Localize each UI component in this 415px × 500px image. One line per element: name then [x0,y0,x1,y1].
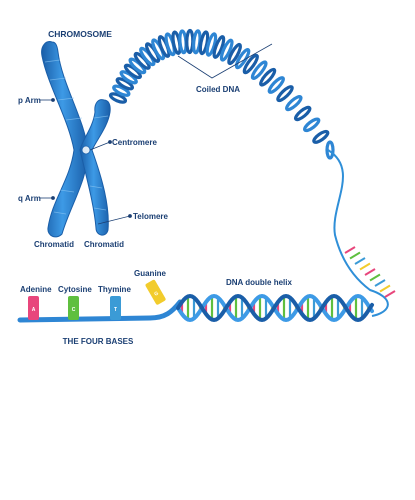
p-arm-label: p Arm [18,96,41,105]
chromatid-right-shape [79,99,111,236]
four-bases-label: THE FOUR BASES [63,337,134,346]
base-thymine: T [110,296,121,320]
guanine-block [145,279,166,305]
coil-loop [185,28,195,55]
leader-lines [40,43,273,225]
chromatid-right-label: Chromatid [84,240,124,249]
centromere-marker [81,145,91,155]
coil-loop [212,35,226,59]
cytosine-label: Cytosine [58,285,92,294]
coil-loop [205,32,218,57]
thymine-label: Thymine [98,285,131,294]
guanine-label: Guanine [134,269,167,278]
cytosine-block [68,296,79,320]
coil-loop [259,67,277,87]
adenine-block [28,296,39,320]
coil-loop [234,47,251,70]
adenine-letter: A [32,307,36,313]
telomere-label: Telomere [133,212,169,221]
coil-loop [112,84,131,97]
coil-loop [227,42,242,66]
helix-base-pair [369,273,381,282]
coil-loop [285,95,303,112]
guanine-letter: G [153,290,159,297]
dna-double-helix [176,246,396,323]
base-adenine: A [28,296,39,320]
coil-loop [267,76,285,94]
connecting-strand [327,149,389,317]
helix-base-pair [379,284,391,293]
base-guanine: G [145,279,166,305]
coil-loop [325,140,335,160]
chromatid-left-shape [41,41,89,238]
coil-loop [276,85,294,103]
coil-loop [242,53,259,75]
coiled-dna-label: Coiled DNA [196,85,240,94]
q-arm-label: q Arm [18,194,41,203]
helix-base-pair [364,268,376,276]
thymine-letter: T [114,307,117,313]
coil-loop [108,92,128,104]
cytosine-letter: C [72,307,76,313]
coil-loop [219,38,234,62]
adenine-label: Adenine [20,285,52,294]
base-cytosine: C [68,296,79,320]
coil-loop [293,105,312,122]
coil-loop [303,117,321,133]
helix-base-pair [349,251,361,260]
bases-backbone [17,299,183,323]
helix-base-pair [359,262,371,271]
dna-double-helix-label: DNA double helix [226,278,292,287]
coil-loop [250,60,268,80]
coil-loop [312,129,330,144]
chromatid-left-label: Chromatid [34,240,74,249]
chromosome-title: CHROMOSOME [48,29,112,39]
helix-base-pair [384,290,396,298]
helix-strand-b [176,293,374,323]
helix-base-pair [374,279,386,287]
chromosome [41,41,111,238]
helix-base-pair [354,257,366,265]
coiled-dna [108,28,335,160]
chromosome-bands [44,59,109,215]
helix-base-pair [344,246,356,254]
centromere-label: Centromere [112,138,157,147]
thymine-block [110,296,121,320]
